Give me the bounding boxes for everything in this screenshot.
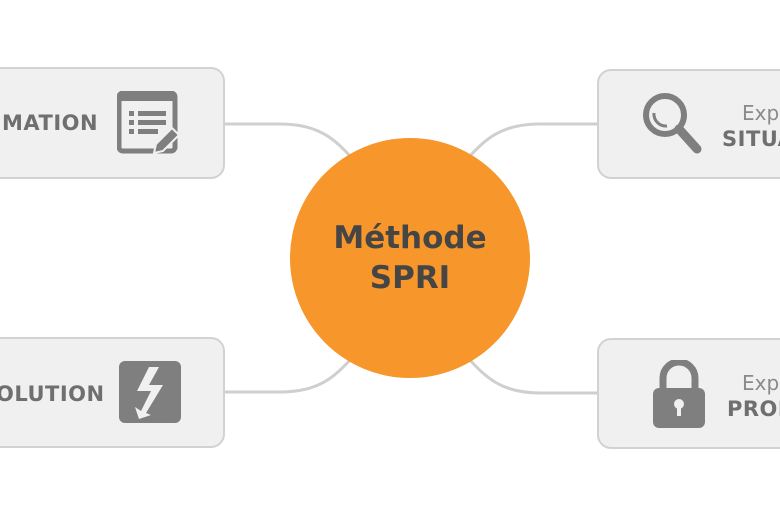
node-prefix: Exp: [742, 371, 780, 395]
node-bottom-right[interactable]: Exp PROB: [597, 338, 780, 449]
node-top-right[interactable]: Exp SITUA: [597, 69, 780, 179]
center-title-line2: SPRI: [369, 260, 451, 296]
node-label: OLUTION: [0, 382, 105, 406]
connector-top-right: [466, 122, 597, 160]
node-label: MATION: [2, 111, 99, 135]
center-title-line1: Méthode: [333, 220, 487, 256]
node-bottom-left[interactable]: OLUTION: [0, 337, 225, 448]
node-label: PROB: [727, 397, 780, 421]
node-prefix: Exp: [742, 101, 780, 125]
center-node[interactable]: Méthode SPRI: [290, 138, 530, 378]
connector-bottom-right: [466, 356, 597, 395]
node-top-left[interactable]: MATION: [0, 67, 225, 179]
lightning-icon: [119, 361, 181, 423]
padlock-icon: [653, 360, 705, 428]
connector-top-left: [224, 122, 354, 160]
magnifier-icon: [643, 93, 702, 154]
form-edit-icon: [117, 91, 181, 155]
connector-bottom-left: [224, 356, 354, 394]
node-label: SITUA: [722, 127, 780, 151]
